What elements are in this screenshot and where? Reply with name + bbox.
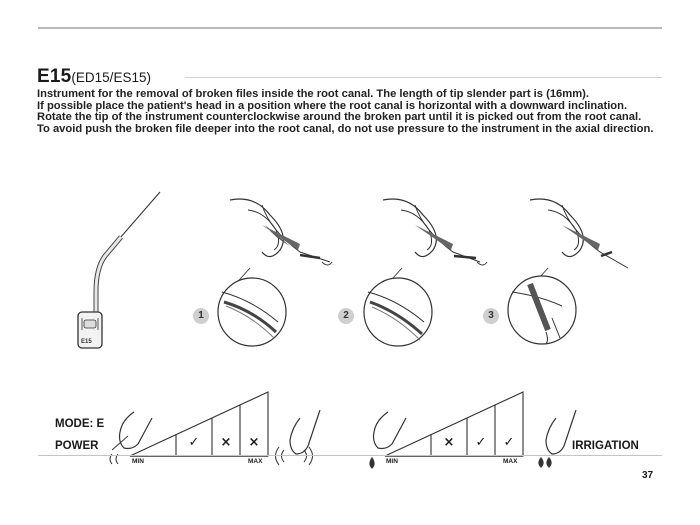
step-3-illustration (507, 198, 629, 345)
settings-diagram: ✓ × × × ✓ ✓ (109, 391, 577, 469)
tip-engraving: E15 (81, 339, 92, 345)
power-handpiece-icon (109, 411, 153, 465)
step-number: 1 (193, 308, 209, 324)
description-paragraph: If possible place the patient's head in … (37, 99, 642, 124)
power-scale (129, 391, 269, 457)
step-2-illustration (363, 198, 488, 347)
page-number: 37 (642, 470, 654, 481)
mode-label: MODE: E (55, 418, 105, 430)
power-mark-3: × (249, 435, 260, 450)
irrigation-mark-3: ✓ (504, 435, 515, 450)
description-paragraph: To avoid push the broken file deeper int… (37, 122, 654, 135)
step-1-illustration (217, 198, 333, 347)
power-max-label: MAX (248, 458, 263, 465)
irrigation-mark-2: ✓ (476, 435, 487, 450)
description: Instrument for the removal of broken fil… (37, 88, 663, 135)
instrument-code: E15 (37, 66, 72, 87)
bottom-rule (38, 455, 662, 456)
power-label: POWER (55, 440, 99, 452)
power-min-label: MIN (132, 458, 144, 465)
irrigation-handpiece-icon (369, 411, 407, 469)
instrument-tip-illustration (77, 191, 161, 349)
irrigation-mark-1: × (444, 435, 455, 450)
power-mark-1: ✓ (189, 435, 200, 450)
instrument-variants: (ED15/ES15) (71, 70, 151, 85)
description-paragraph: Instrument for the removal of broken fil… (37, 88, 590, 100)
step-number: 2 (338, 308, 354, 324)
power-mark-2: × (221, 435, 232, 450)
heading-rule (185, 77, 662, 78)
top-rule (38, 27, 662, 29)
step-number: 3 (483, 308, 499, 324)
instrument-heading: E15(ED15/ES15) (37, 66, 151, 88)
power-max-handpiece-icon (275, 409, 321, 466)
irrigation-max-label: MAX (503, 458, 518, 465)
irrigation-min-label: MIN (386, 458, 398, 465)
procedure-illustration (77, 191, 629, 349)
irrigation-label: IRRIGATION (572, 440, 639, 452)
irrigation-max-handpiece-icon (538, 409, 577, 468)
irrigation-scale (384, 391, 524, 457)
